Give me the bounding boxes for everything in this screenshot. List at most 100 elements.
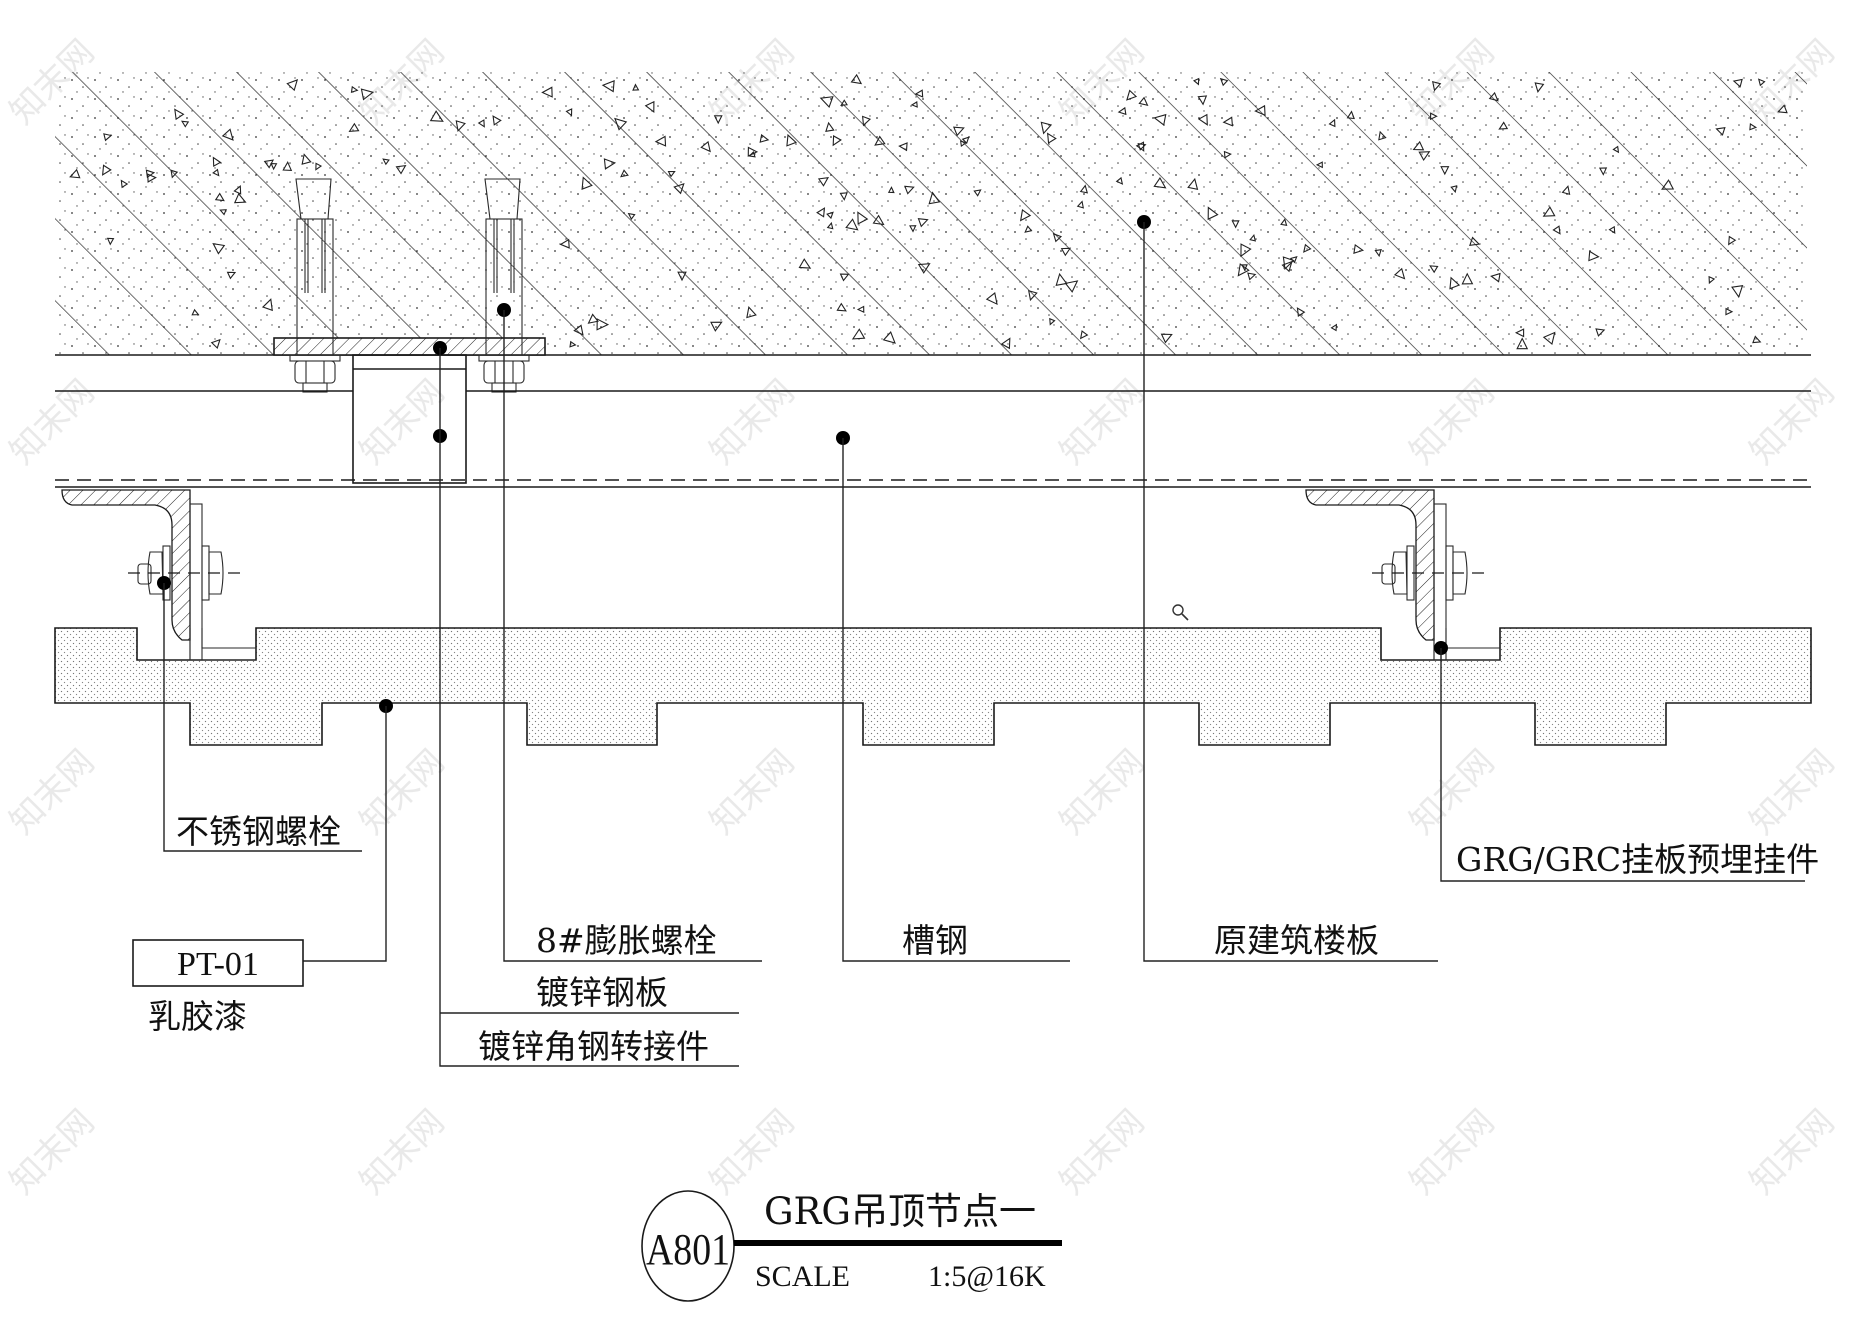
watermark-text: 知末网 [1742,1102,1842,1202]
watermark-text: 知末网 [2,1102,102,1202]
aggregate-mark [1731,285,1744,299]
aggregate-mark [1757,78,1766,87]
aggregate-mark [1469,236,1481,247]
aggregate-mark [798,258,812,269]
aggregate-mark [270,162,278,171]
aggregate-mark [429,110,444,122]
label-angle-adapter: 镀锌角钢转接件 [478,1027,709,1066]
aggregate-mark [887,186,895,194]
aggregate-mark [1432,80,1442,92]
aggregate-mark [1393,267,1406,280]
aggregate-mark [1328,118,1336,128]
aggregate-mark [1223,150,1232,159]
angle-hanger-right [1305,489,1489,661]
aggregate-mark [845,218,859,231]
aggregate-mark [1374,248,1382,258]
aggregate-mark [851,328,866,340]
floor-slab [55,72,1811,356]
aggregate-mark [1430,112,1438,121]
aggregate-mark [1207,206,1219,221]
aggregate-mark [644,100,655,114]
watermark-text: 知末网 [702,742,802,842]
aggregate-mark [233,192,247,204]
aggregate-mark [1249,233,1257,242]
aggregate-mark [1561,185,1571,196]
aggregate-mark [1728,235,1737,246]
aggregate-mark [286,79,299,92]
aggregate-mark [212,156,222,167]
aggregate-mark [1315,161,1323,169]
aggregate-mark [840,99,848,106]
aggregate-mark [1231,220,1240,229]
aggregate-mark [1777,104,1788,114]
aggregate-mark [620,169,629,178]
aggregate-mark [1192,77,1200,86]
aggregate-mark [1117,106,1127,116]
watermark-text: 知末网 [2,372,102,472]
watermark-text: 知末网 [1052,1102,1152,1202]
aggregate-mark [233,185,242,195]
aggregate-mark [1418,151,1431,162]
aggregate-mark [1055,272,1068,286]
aggregate-mark [856,305,865,314]
aggregate-mark [1514,328,1525,338]
aggregate-mark [1661,179,1675,190]
aggregate-mark [1115,176,1124,185]
drawing-title: GRG吊顶节点一 [764,1190,1036,1233]
aggregate-mark [180,120,190,128]
aggregate-mark [1598,167,1608,176]
aggregate-mark [1126,89,1138,101]
aggregate-mark [700,140,711,153]
aggregate-mark [601,79,615,93]
aggregate-mark [348,122,360,133]
aggregate-mark [857,211,869,225]
aggregate-mark [1412,140,1425,151]
aggregate-mark [904,185,915,195]
aggregate-mark [492,115,502,126]
watermark-text: 知末网 [702,1102,802,1202]
detail-number: A801 [646,1225,730,1274]
aggregate-mark [961,136,970,145]
angle-adapter-block [352,354,467,484]
aggregate-mark [455,120,466,133]
expansion-bolt-left [289,178,341,393]
aggregate-mark [226,271,237,280]
magnifier-cursor-icon [1172,604,1189,621]
aggregate-mark [759,133,770,143]
aggregate-mark [1046,132,1057,144]
grg-ceiling-panel [54,627,1812,746]
aggregate-mark [874,135,886,146]
aggregate-mark [1019,208,1032,222]
aggregate-mark [1725,307,1734,316]
aggregate-mark [565,108,573,117]
aggregate-mark [1498,121,1509,130]
aggregate-mark [1552,225,1561,235]
aggregate-mark [1282,256,1295,271]
aggregate-mark [909,225,917,233]
label-paint-material: 乳胶漆 [148,997,247,1036]
aggregate-mark [360,88,375,101]
aggregate-mark [632,83,640,91]
aggregate-mark [914,89,924,98]
aggregate-mark [839,192,848,201]
aggregate-mark [1060,247,1072,257]
aggregate-mark [1160,333,1173,344]
aggregate-mark [710,321,723,332]
leader-lines [157,215,1805,1067]
watermark-text: 知末网 [1742,372,1842,472]
aggregate-mark [985,292,998,306]
aggregate-mark [1534,82,1545,93]
aggregate-mark [382,158,390,166]
scale-value: 1:5@16K [928,1260,1046,1293]
aggregate-mark [1024,225,1033,233]
aggregate-mark [667,170,676,178]
aggregate-mark [219,209,227,216]
aggregate-mark [1296,307,1306,317]
aggregate-mark [559,238,570,249]
scale-label: SCALE [755,1260,850,1293]
aggregate-mark [1542,206,1556,217]
aggregate-mark [1449,276,1461,290]
aggregate-mark [1028,289,1038,302]
aggregate-mark [1461,272,1474,285]
